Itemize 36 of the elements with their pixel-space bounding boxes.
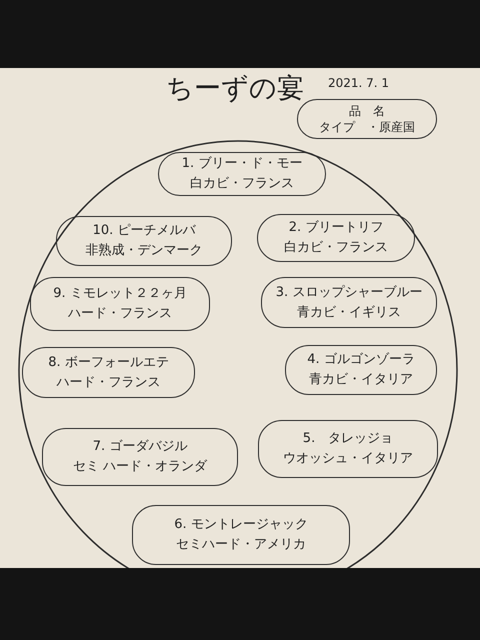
cheese-name: 7. ゴーダバジル	[92, 438, 188, 456]
cheese-box	[158, 152, 326, 196]
cheese-type-origin: ハード・フランス	[68, 305, 172, 323]
cheese-box	[22, 347, 195, 398]
cheese-box	[257, 214, 415, 262]
cheese-type-origin: 白カビ・フランス	[190, 175, 294, 193]
key-box	[297, 99, 437, 139]
cheese-box	[56, 216, 232, 266]
date-label: 2021. 7. 1	[328, 76, 390, 91]
cheese-name: 6. モントレージャック	[174, 516, 308, 534]
key-subheading: タイプ ・原産国	[319, 119, 415, 135]
cheese-name: 9. ミモレット２２ヶ月	[53, 285, 187, 303]
cheese-name: 3. スロップシャーブルー	[276, 284, 422, 302]
cheese-box	[42, 428, 238, 486]
cheese-type-origin: 白カビ・フランス	[284, 239, 388, 257]
cheese-name: 2. ブリートリフ	[288, 219, 384, 237]
ellipse-outline	[18, 140, 458, 568]
cheese-type-origin: セミ ハード・オランダ	[72, 458, 208, 476]
cheese-type-origin: 青カビ・イギリス	[297, 304, 401, 322]
cheese-name: 1. ブリー・ド・モー	[182, 155, 302, 173]
cheese-box	[258, 420, 438, 478]
cheese-box	[30, 277, 210, 331]
cheese-name: 5. タレッジョ	[302, 430, 394, 448]
cheese-type-origin: セミハード・アメリカ	[176, 536, 306, 554]
cheese-name: 8. ボーフォールエテ	[48, 354, 169, 372]
cheese-box	[285, 345, 437, 395]
cheese-type-origin: ハード・フランス	[56, 374, 160, 392]
cheese-type-origin: 非熟成・デンマーク	[86, 242, 202, 260]
cheese-name: 10. ピーチメルバ	[92, 222, 196, 240]
cheese-box	[132, 505, 350, 565]
page-title: ちーずの宴	[165, 72, 305, 106]
cheese-name: 4. ゴルゴンゾーラ	[307, 351, 415, 369]
cheese-box	[261, 277, 437, 328]
cheese-type-origin: ウオッシュ・イタリア	[283, 450, 413, 468]
cheese-type-origin: 青カビ・イタリア	[309, 371, 413, 389]
key-heading: 品 名	[349, 103, 385, 119]
